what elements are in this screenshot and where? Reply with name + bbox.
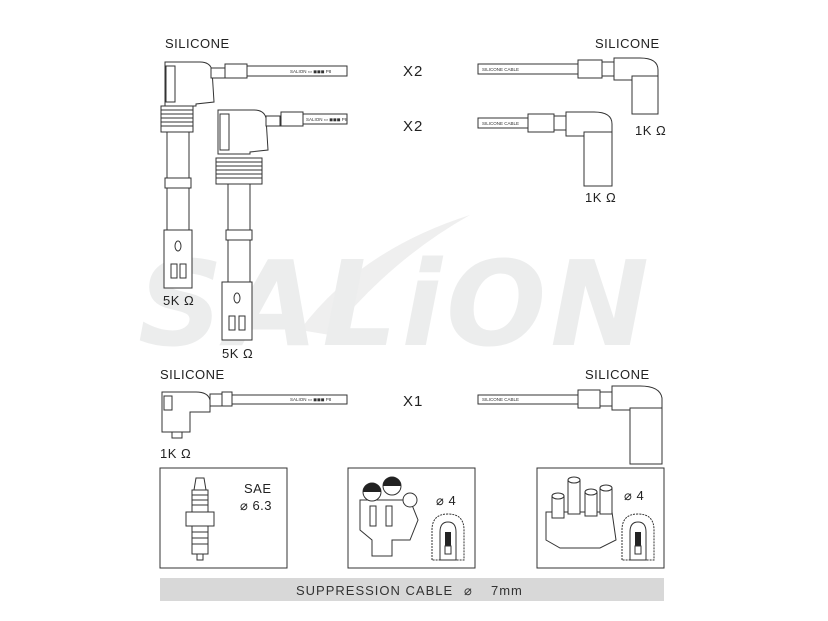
boot-5k-right	[215, 109, 304, 341]
distributor-box-1: ⌀ 4	[347, 467, 476, 569]
silicone-label: SILICONE	[160, 367, 225, 382]
svg-text:SILICONE CABLE: SILICONE CABLE	[482, 397, 519, 402]
cable-size: 7mm	[491, 583, 523, 598]
quantity-label: X2	[403, 118, 423, 135]
svg-text:SILICONE CABLE: SILICONE CABLE	[482, 67, 519, 72]
boot-1k-bottom-left: SALION ▭ ◼◼◼ P8	[161, 391, 348, 439]
cable-row2-right: SILICONE CABLE	[477, 111, 613, 187]
spark-plug-box: SAE ⌀ 6.3	[159, 467, 288, 569]
diameter-label: ⌀ 4	[624, 488, 644, 503]
diameter-label: ⌀ 6.3	[240, 498, 272, 513]
resistance-label: 1K Ω	[160, 446, 191, 461]
svg-text:SALION ▭ ◼◼◼ P8: SALION ▭ ◼◼◼ P8	[306, 117, 348, 122]
footer-text: SUPPRESSION CABLE	[296, 583, 453, 598]
quantity-label: X1	[403, 393, 423, 410]
diameter-symbol: ⌀	[464, 583, 473, 598]
resistance-label: 1K Ω	[635, 123, 666, 138]
resistance-label: 1K Ω	[585, 190, 616, 205]
distributor-cap-icon	[359, 476, 419, 557]
watermark-text: SALiON	[138, 235, 653, 373]
resistance-label: 5K Ω	[163, 293, 194, 308]
silicone-label: SILICONE	[585, 367, 650, 382]
cable-row3-right: SILICONE CABLE	[477, 385, 663, 465]
terminal-icon	[621, 513, 655, 561]
diameter-label: ⌀ 4	[436, 493, 456, 508]
watermark-logo: SALiON	[138, 215, 653, 373]
cable-row1-left: SALION ▭ ◼◼◼ P8	[246, 65, 348, 77]
resistance-label: 5K Ω	[222, 346, 253, 361]
svg-text:SILICONE CABLE: SILICONE CABLE	[482, 121, 519, 126]
quantity-label: X2	[403, 63, 423, 80]
distributor-cap-icon	[545, 476, 617, 549]
svg-text:SALION ▭ ◼◼◼ P8: SALION ▭ ◼◼◼ P8	[290, 397, 332, 402]
spark-plug-icon	[185, 477, 215, 561]
cable-row2-left: SALION ▭ ◼◼◼ P8	[302, 113, 348, 125]
cable-row1-right: SILICONE CABLE	[477, 57, 659, 115]
terminal-icon	[431, 513, 465, 561]
footer-band: SUPPRESSION CABLE ⌀ 7mm	[160, 578, 664, 601]
silicone-label: SILICONE	[595, 36, 660, 51]
silicone-label: SILICONE	[165, 36, 230, 51]
distributor-box-2: ⌀ 4	[536, 467, 665, 569]
sae-label: SAE	[244, 481, 272, 496]
boot-5k-left	[160, 61, 248, 289]
svg-text:SALION ▭ ◼◼◼ P8: SALION ▭ ◼◼◼ P8	[290, 69, 332, 74]
